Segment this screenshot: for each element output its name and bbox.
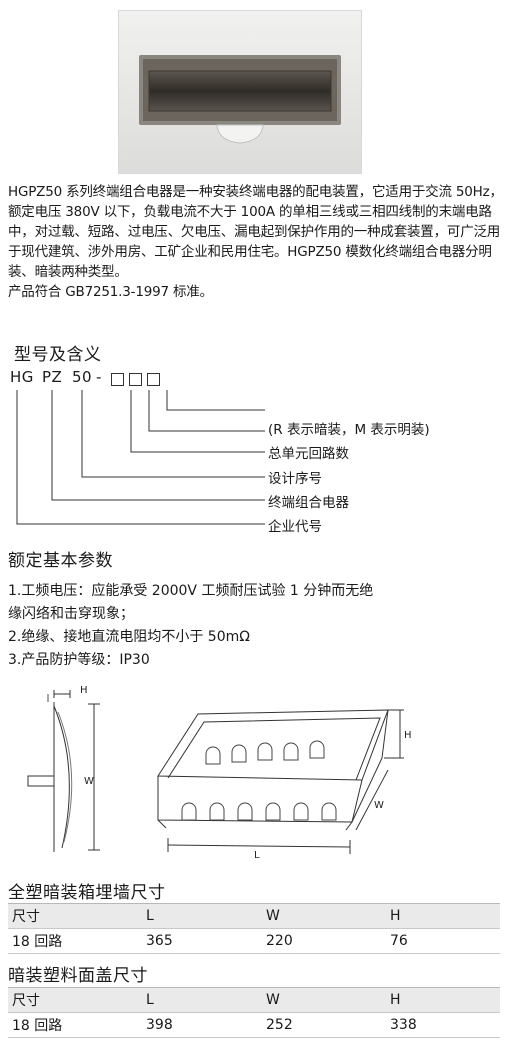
table2-title: 暗装塑料面盖尺寸 [8, 966, 148, 986]
meaning-design-number: 设计序号 [268, 471, 322, 487]
table-cell: 18 回路 [8, 1012, 142, 1038]
table-row: 18 回路 398 252 338 [8, 1012, 500, 1038]
table-header-cell: H [386, 987, 500, 1013]
param-item: 2.绝缘、接地直流电阻均不小于 50mΩ [8, 629, 250, 645]
model-code-pz: PZ [42, 368, 63, 386]
table-row: 18 回路 365 220 76 [8, 928, 500, 954]
box-w-label: W [374, 800, 384, 811]
table-header-row: 尺寸 L W H [8, 987, 500, 1013]
meaning-install-type: (R 表示暗装，M 表示明装) [268, 422, 430, 438]
table-cell: 18 回路 [8, 928, 142, 954]
param-item: 3.产品防护等级：IP30 [8, 652, 150, 668]
table-cell: 338 [386, 1012, 500, 1038]
dimension-drawing: H W H W L [27, 685, 412, 861]
table-cell: 365 [142, 928, 262, 954]
table-cell: 398 [142, 1012, 262, 1038]
side-h-label: H [80, 685, 88, 696]
table-header-cell: L [142, 987, 262, 1013]
model-connector-lines [16, 390, 265, 525]
param-item: 1.工频电压：应能承受 2000V 工频耐压试验 1 分钟而无绝 [8, 583, 374, 599]
params-heading: 额定基本参数 [8, 551, 113, 571]
model-code-boxes [106, 370, 160, 389]
blank-box [147, 373, 160, 386]
params-list: 1.工频电压：应能承受 2000V 工频耐压试验 1 分钟而无绝 缘闪络和击穿现… [8, 580, 504, 672]
blank-box [111, 373, 124, 386]
table1-title: 全塑暗装箱埋墙尺寸 [8, 883, 166, 903]
table-header-row: 尺寸 L W H [8, 903, 500, 929]
table-cell: 76 [386, 928, 500, 954]
table-header-cell: 尺寸 [8, 903, 142, 929]
table-header-cell: H [386, 903, 500, 929]
table1: 尺寸 L W H 18 回路 365 220 76 [8, 903, 500, 954]
intro-text: HGPZ50 系列终端组合电器是一种安装终端电器的配电装置，它适用于交流 50H… [8, 182, 504, 302]
model-code-hg: HG [10, 368, 34, 386]
enclosure-photo-graphic [119, 11, 361, 173]
box-l-label: L [254, 850, 260, 861]
meaning-company-code: 企业代号 [268, 519, 322, 535]
param-item: 缘闪络和击穿现象； [8, 606, 134, 622]
model-code-dash: - [96, 368, 102, 386]
table-header-cell: 尺寸 [8, 987, 142, 1013]
meaning-circuit-count: 总单元回路数 [268, 446, 349, 462]
intro-paragraph: HGPZ50 系列终端组合电器是一种安装终端电器的配电装置，它适用于交流 50H… [8, 184, 503, 280]
table-cell: 252 [262, 1012, 386, 1038]
side-w-label: W [84, 776, 94, 787]
meaning-terminal-unit: 终端组合电器 [268, 495, 349, 511]
table-header-cell: W [262, 987, 386, 1013]
model-heading: 型号及含义 [14, 345, 102, 365]
product-photo [118, 10, 362, 174]
blank-box [129, 373, 142, 386]
standard-note: 产品符合 GB7251.3-1997 标准。 [8, 284, 213, 300]
table-header-cell: W [262, 903, 386, 929]
table2: 尺寸 L W H 18 回路 398 252 338 [8, 987, 500, 1038]
table-cell: 220 [262, 928, 386, 954]
box-h-label: H [404, 730, 412, 741]
table-header-cell: L [142, 903, 262, 929]
model-code-50: 50 [72, 368, 93, 386]
